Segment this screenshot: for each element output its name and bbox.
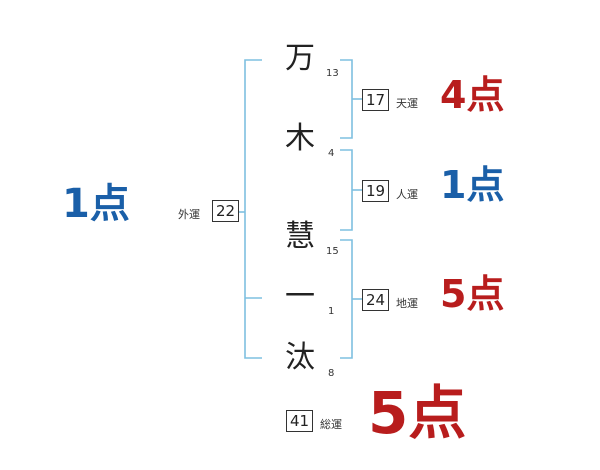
- jin-un-value: 19: [362, 180, 390, 202]
- stroke-count-4: 1: [328, 306, 335, 317]
- gai-un-label: 外運: [178, 208, 200, 221]
- outer-bracket: [244, 59, 262, 359]
- name-char-5: 汰: [285, 340, 315, 375]
- name-char-2: 木: [285, 121, 315, 156]
- total-un-score: 5点: [368, 379, 467, 447]
- total-un-label: 総運: [320, 418, 342, 431]
- name-char-3: 慧: [285, 219, 315, 254]
- stroke-count-5: 8: [328, 368, 335, 379]
- total-un-value: 41: [286, 410, 314, 432]
- chi-bracket: [340, 239, 353, 359]
- name-char-4: 一: [285, 279, 315, 314]
- chi-un-label: 地運: [396, 297, 418, 310]
- stroke-count-2: 4: [328, 148, 335, 159]
- chi-un-value: 24: [362, 289, 390, 311]
- ten-un-value: 17: [362, 89, 390, 111]
- ten-bracket: [340, 59, 353, 139]
- gai-un-score: 1点: [62, 181, 130, 227]
- chi-un-score: 5点: [440, 272, 505, 316]
- ten-un-score: 4点: [440, 73, 505, 117]
- jin-un-score: 1点: [440, 163, 505, 207]
- jin-bracket: [340, 149, 353, 231]
- ten-un-label: 天運: [396, 97, 418, 110]
- jin-un-label: 人運: [396, 188, 418, 201]
- stroke-count-3: 15: [326, 246, 339, 257]
- name-char-1: 万: [285, 41, 315, 76]
- gai-un-value: 22: [212, 200, 240, 222]
- stroke-count-1: 13: [326, 68, 339, 79]
